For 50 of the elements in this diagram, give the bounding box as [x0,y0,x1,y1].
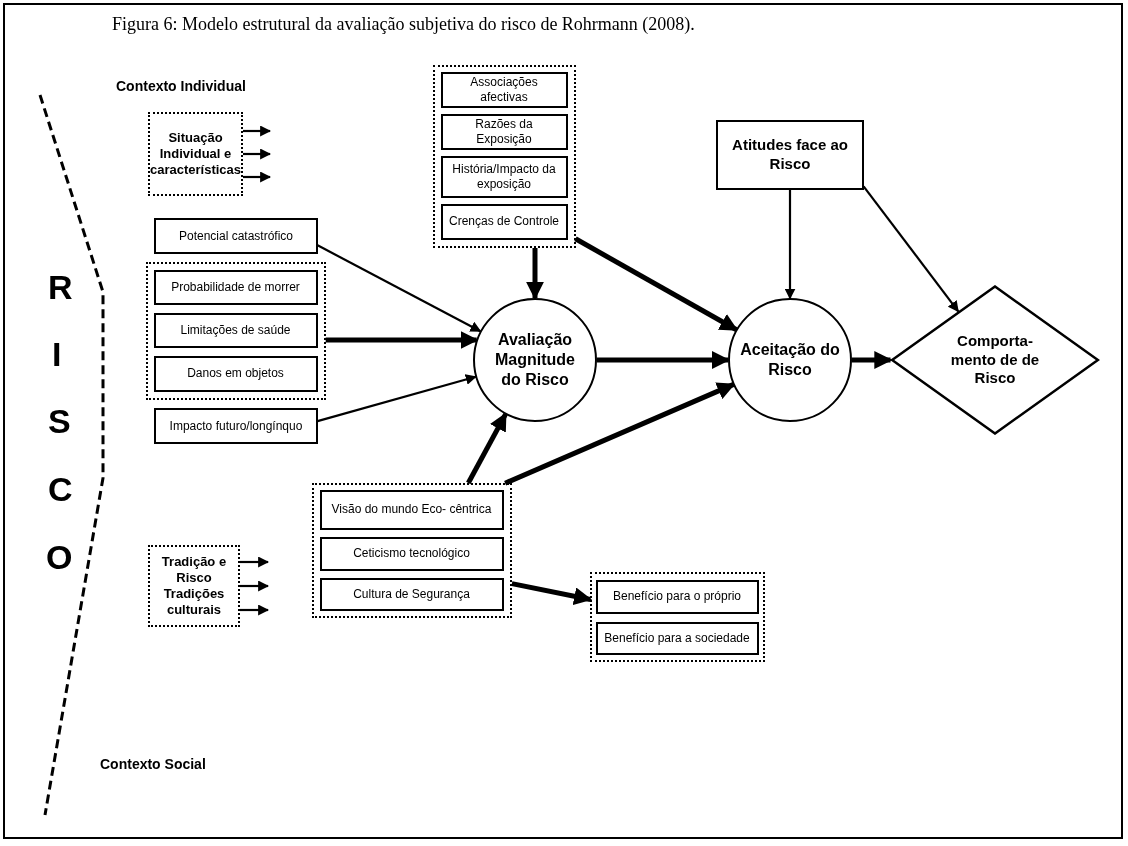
arrow [239,556,270,568]
text-box: Ceticismo tecnológico [319,536,504,571]
text-box: Razões da Exposição [440,113,568,150]
arrow [317,374,477,423]
vertical-letter: C [48,470,73,509]
text-box: Benefício para a sociedade [595,621,759,655]
context-label: Contexto Individual [116,78,246,94]
arrow [851,351,893,369]
arrow [504,382,736,486]
dotted-group-box [146,262,326,400]
dotted-group-box [312,483,512,618]
text-box: Cultura de Segurança [319,577,504,611]
arrow [862,185,960,313]
text-box: Benefício para o próprio [595,579,759,614]
text-box: Visão do mundo Eco- cêntrica [319,489,504,530]
vertical-letter: I [52,335,62,374]
text-box: Danos em objetos [153,355,318,392]
arrow [243,148,272,160]
arrow [239,604,270,616]
decision-diamond: Comporta- mento de de Risco [890,285,1100,435]
context-label: Contexto Social [100,756,206,772]
arrow [526,248,544,300]
arrow [466,412,508,485]
figure-title: Figura 6: Modelo estrutural da avaliação subjetiva do risco de Rohrmann (2008). [112,14,695,35]
text-box: Potencial catastrófico [154,218,318,254]
circle-node: Aceitação do Risco [728,298,852,422]
text-box: Crenças de Controle [440,203,568,240]
arrow [317,244,482,333]
text-box: Limitações de saúde [153,312,318,348]
arrow [511,581,593,606]
vertical-letter: S [48,402,71,441]
arrow [784,189,796,300]
text-box: Atitudes face ao Risco [716,120,864,190]
arrow [239,580,270,592]
text-box: História/Impacto da exposição [440,155,568,198]
arrow [325,331,479,349]
dotted-text-box: Situação Individual e características [148,112,243,196]
text-box: Associações afectivas [440,71,568,108]
arrow [596,351,730,369]
vertical-letter: O [46,538,73,577]
dotted-group-box [433,65,576,248]
dotted-text-box: Tradição e Risco Tradições culturais [148,545,240,627]
arrow [243,171,272,183]
vertical-letter: R [48,268,73,307]
text-box: Probabilidade de morrer [153,269,318,305]
arrow [574,236,739,332]
arrow [243,125,272,137]
text-box: Impacto futuro/longínquo [154,408,318,444]
circle-node: Avaliação Magnitude do Risco [473,298,597,422]
dotted-group-box [590,572,765,662]
